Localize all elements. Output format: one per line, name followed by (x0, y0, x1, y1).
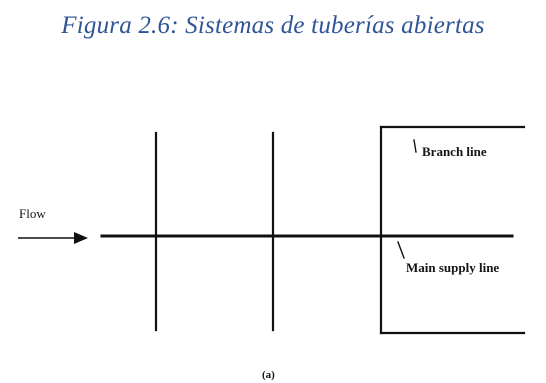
flow-label: Flow (19, 206, 46, 221)
figure-caption: Figura 2.6: Sistemas de tuberías abierta… (61, 12, 485, 39)
main-leader (397, 241, 405, 259)
branch-leader (413, 139, 417, 153)
branch-line-label: Branch line (422, 144, 487, 159)
flow-arrow-icon (18, 232, 88, 244)
sub-figure-label: (a) (262, 369, 275, 381)
main-supply-line-label: Main supply line (406, 260, 499, 275)
